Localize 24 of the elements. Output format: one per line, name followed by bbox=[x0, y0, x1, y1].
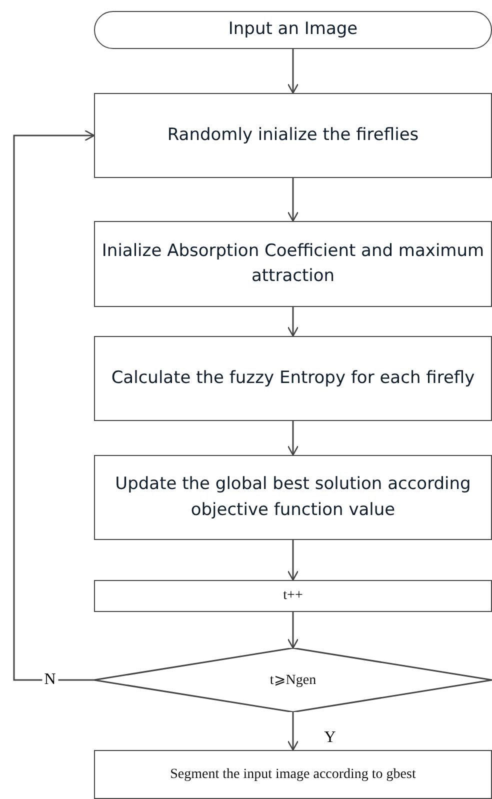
node-label: Inialize Absorption Coefficient and maximum attraction bbox=[100, 240, 486, 288]
node-label: Calculate the fuzzy Entropy for each firefly bbox=[110, 366, 476, 390]
process-box bbox=[94, 221, 492, 307]
decision-diamond bbox=[94, 648, 492, 712]
node-label: Input an Image bbox=[227, 18, 359, 42]
arrow bbox=[287, 49, 299, 94]
arrow bbox=[13, 130, 95, 681]
arrow bbox=[287, 421, 299, 456]
arrow bbox=[287, 612, 299, 649]
node-label: Update the global best solution according objective function value bbox=[114, 473, 472, 522]
arrow bbox=[287, 540, 299, 581]
arrow bbox=[287, 712, 299, 751]
process-box bbox=[94, 750, 492, 799]
process-box bbox=[94, 580, 492, 612]
node-label: t++ bbox=[282, 588, 304, 604]
process-box bbox=[94, 336, 492, 421]
node-label: Randomly inialize the fireflies bbox=[166, 124, 420, 147]
node-label: Segment the input image according to gbest bbox=[169, 766, 417, 782]
node-label: t⩾Ngen bbox=[268, 672, 318, 689]
process-box bbox=[94, 455, 492, 540]
arrow bbox=[287, 307, 299, 337]
process-box bbox=[94, 93, 492, 178]
arrow bbox=[287, 178, 299, 222]
terminal-shape bbox=[94, 11, 492, 49]
